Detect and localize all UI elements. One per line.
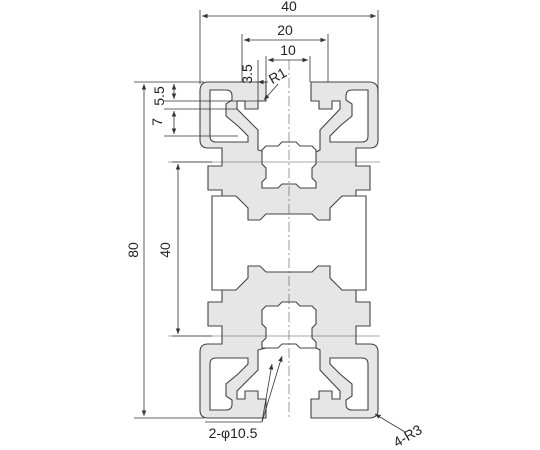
dim-holes-label: 2-φ10.5 [209,425,258,441]
dim-7-height: 7 [149,118,165,126]
dim-40-height: 40 [157,242,173,258]
corner-hollow-top-left [209,89,249,143]
dim-10-width: 10 [280,42,296,58]
dim-40-width: 40 [281,0,297,14]
horizontal-dimensions [199,10,379,101]
dim-80-height: 80 [125,242,141,258]
dim-5-5-height: 5.5 [151,86,167,106]
corner-hollow-bottom-left [209,357,249,411]
leaders [205,355,406,433]
dim-3-5-lip: 3.5 [239,64,255,84]
dim-corner-radius: 4-R3 [390,421,424,450]
dim-20-width: 20 [277,22,293,38]
vertical-dimensions [134,81,262,419]
corner-hollow-bottom-right [329,357,369,411]
corner-hollow-top-right [329,89,369,143]
dim-r1-fillet: R1 [266,64,290,87]
